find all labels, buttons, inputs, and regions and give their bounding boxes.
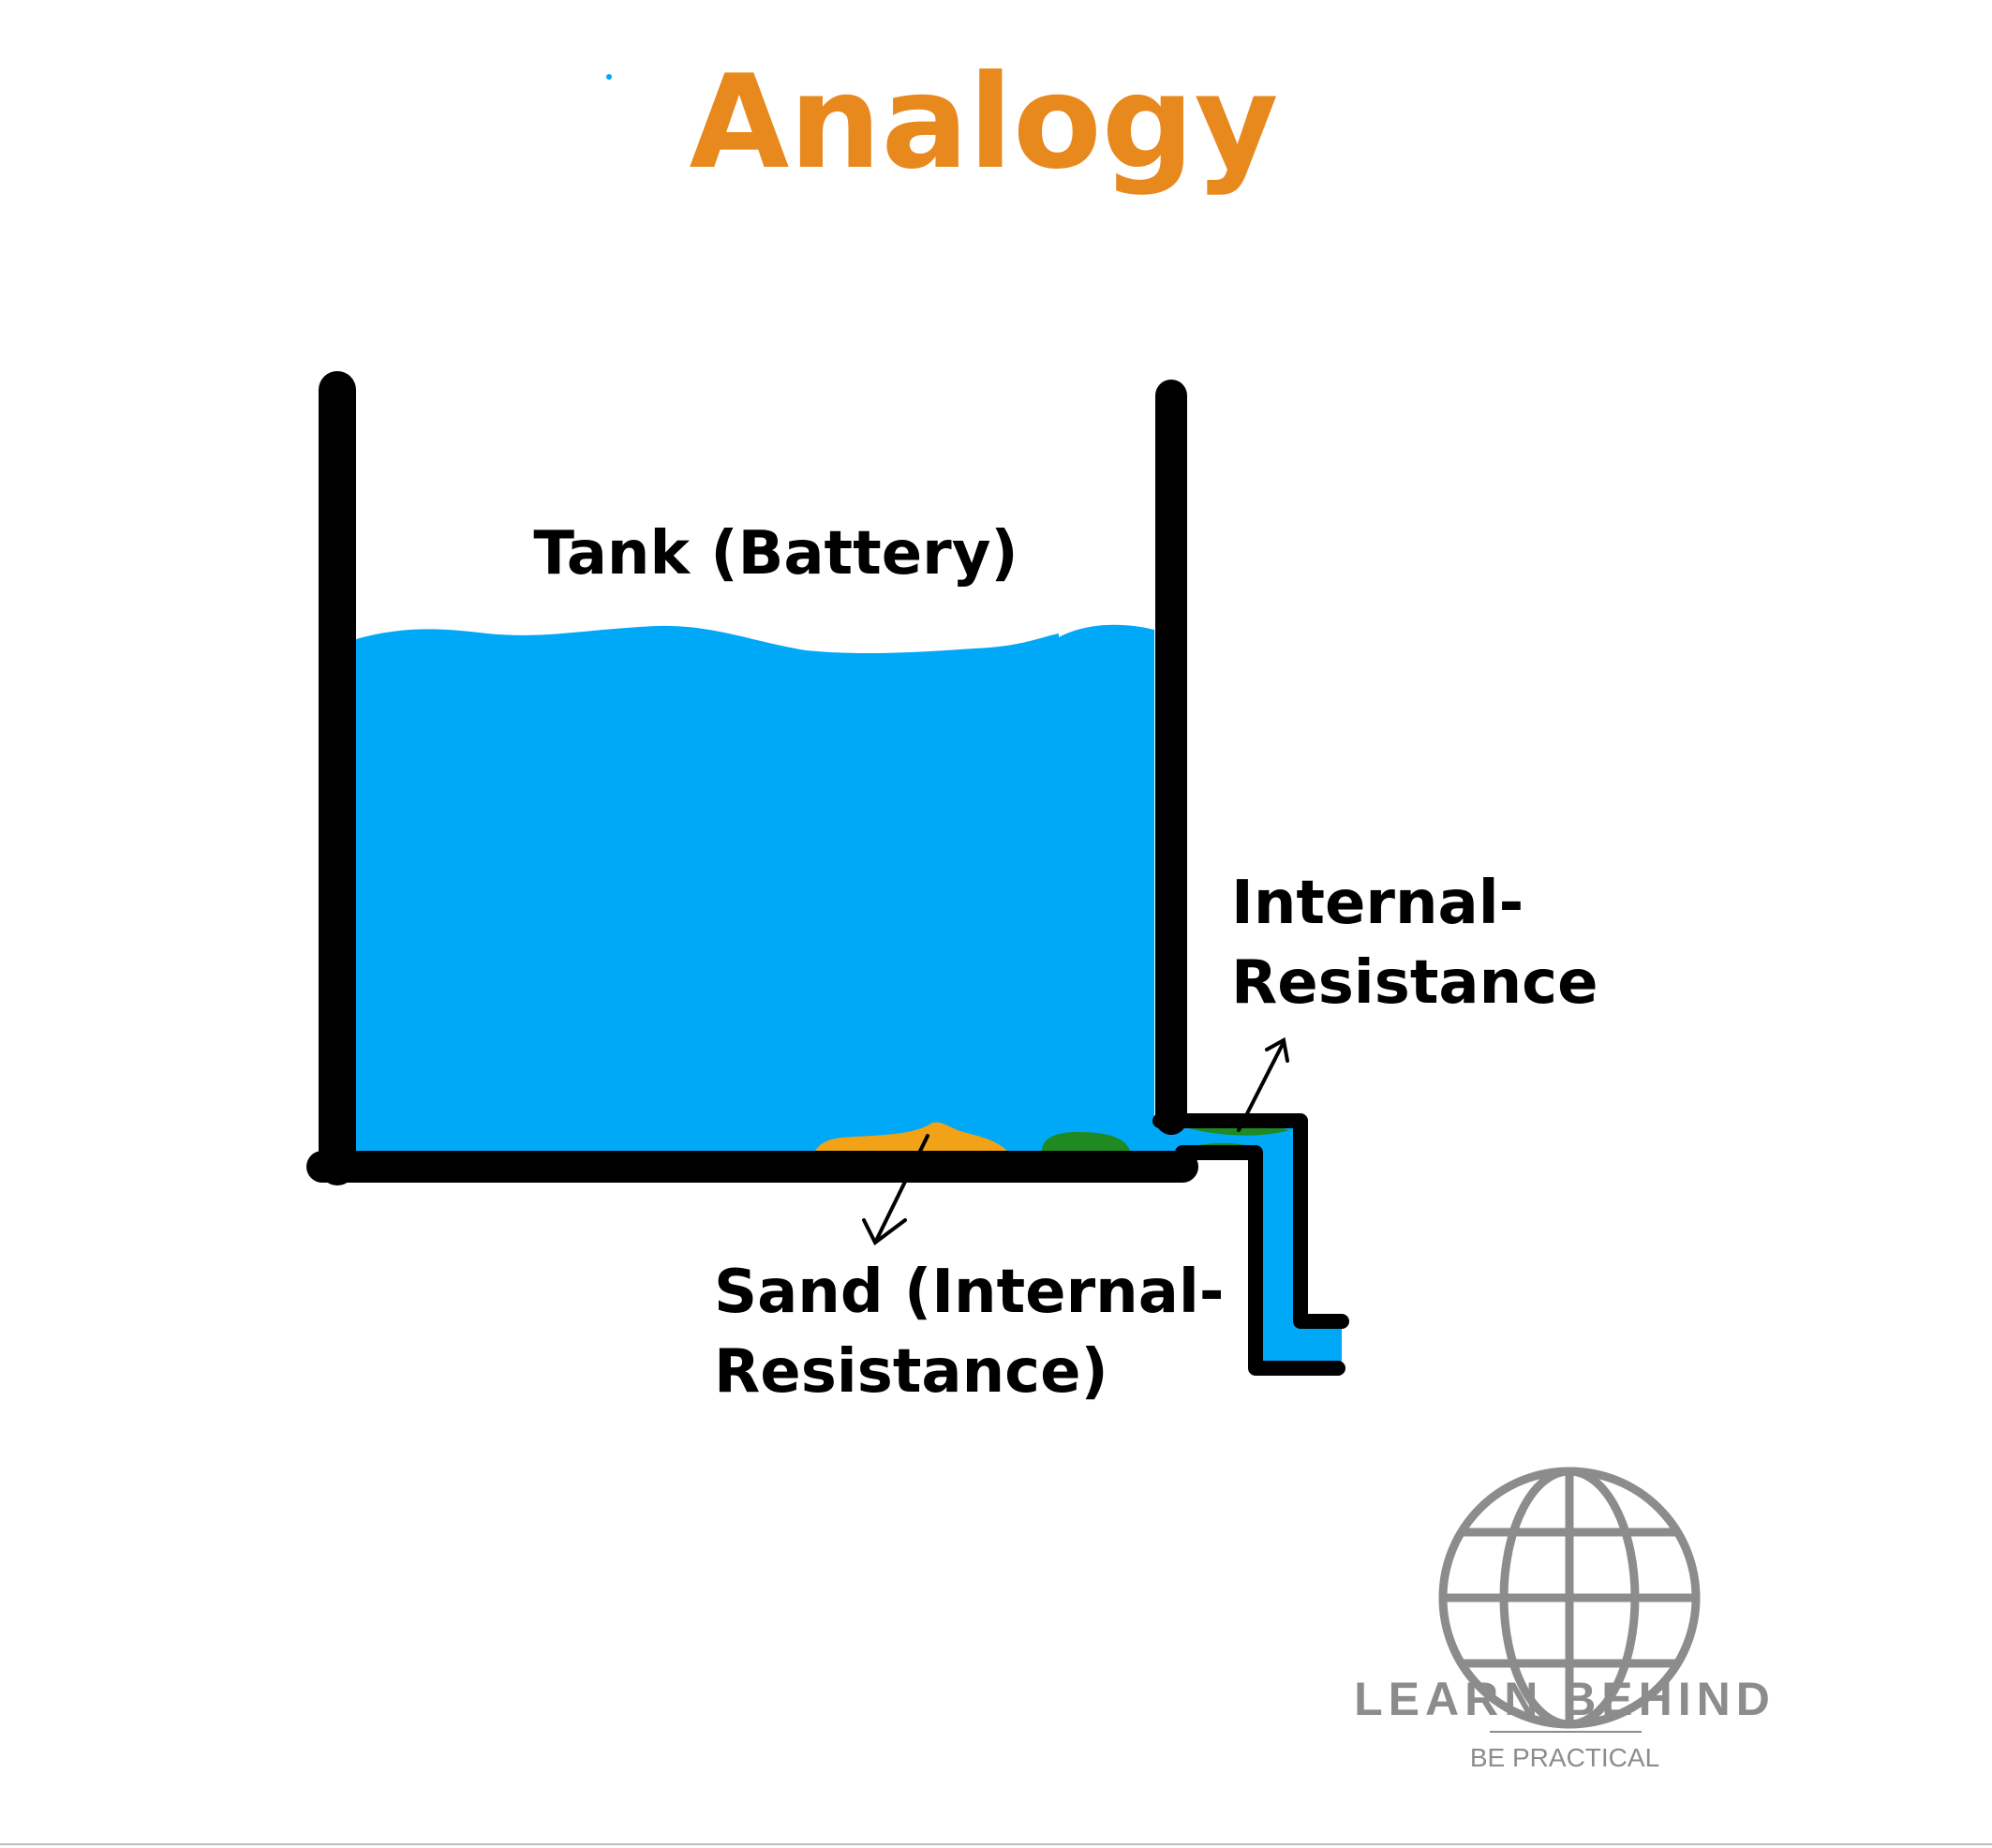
logo-name: LEARN BEHIND: [1354, 1673, 1776, 1725]
outlet-label-line2: Resistance: [1231, 948, 1598, 1018]
sand-label-line1: Sand (Internal-: [714, 1258, 1224, 1327]
logo-tagline: BE PRACTICAL: [1470, 1743, 1659, 1772]
stray-dot: [606, 74, 612, 80]
page-title: Analogy: [689, 47, 1278, 198]
sand-label-line2: Resistance): [714, 1337, 1108, 1407]
outlet-label-line1: Internal-: [1231, 869, 1524, 938]
tank-label: Tank (Battery): [533, 519, 1018, 589]
tank-water: [356, 625, 1154, 1151]
